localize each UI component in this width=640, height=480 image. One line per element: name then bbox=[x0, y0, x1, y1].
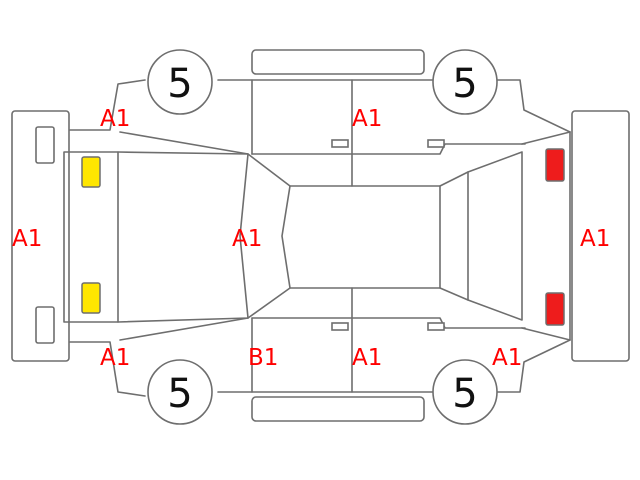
front-headlamp-upper bbox=[81, 156, 101, 188]
code-hood: A1 bbox=[232, 226, 262, 252]
front-bumper bbox=[11, 110, 70, 362]
wheel-rear-left: 5 bbox=[432, 49, 498, 115]
door-handle bbox=[331, 139, 349, 148]
code-front-right-fender: A1 bbox=[100, 345, 130, 371]
door-handle bbox=[427, 322, 445, 331]
front-headlamp-lower bbox=[81, 282, 101, 314]
code-front-right-door: A1 bbox=[352, 345, 382, 371]
left-side-sill bbox=[251, 49, 425, 75]
door-handle bbox=[331, 322, 349, 331]
wheel-front-left: 5 bbox=[147, 49, 213, 115]
code-front-bumper: A1 bbox=[12, 226, 42, 252]
front-fog-lamp-upper bbox=[35, 126, 55, 164]
rear-bumper bbox=[571, 110, 630, 362]
wheel-front-right: 5 bbox=[147, 359, 213, 425]
wheel-rear-right: 5 bbox=[432, 359, 498, 425]
door-handle bbox=[427, 139, 445, 148]
code-rear-bumper: A1 bbox=[580, 226, 610, 252]
rear-lamp-upper bbox=[545, 148, 565, 182]
code-rear-left-quarter: A1 bbox=[492, 345, 522, 371]
tire-grade-rear-left: 5 bbox=[452, 61, 477, 107]
code-front-left-door: B1 bbox=[248, 345, 278, 371]
car-body-outline bbox=[63, 79, 571, 397]
tire-grade-rear-right: 5 bbox=[452, 371, 477, 417]
code-rear-left-door: A1 bbox=[352, 106, 382, 132]
code-front-left-fender: A1 bbox=[100, 106, 130, 132]
tire-grade-front-right: 5 bbox=[167, 371, 192, 417]
right-side-sill bbox=[251, 396, 425, 422]
tire-grade-front-left: 5 bbox=[167, 61, 192, 107]
front-fog-lamp-lower bbox=[35, 306, 55, 344]
rear-lamp-lower bbox=[545, 292, 565, 326]
